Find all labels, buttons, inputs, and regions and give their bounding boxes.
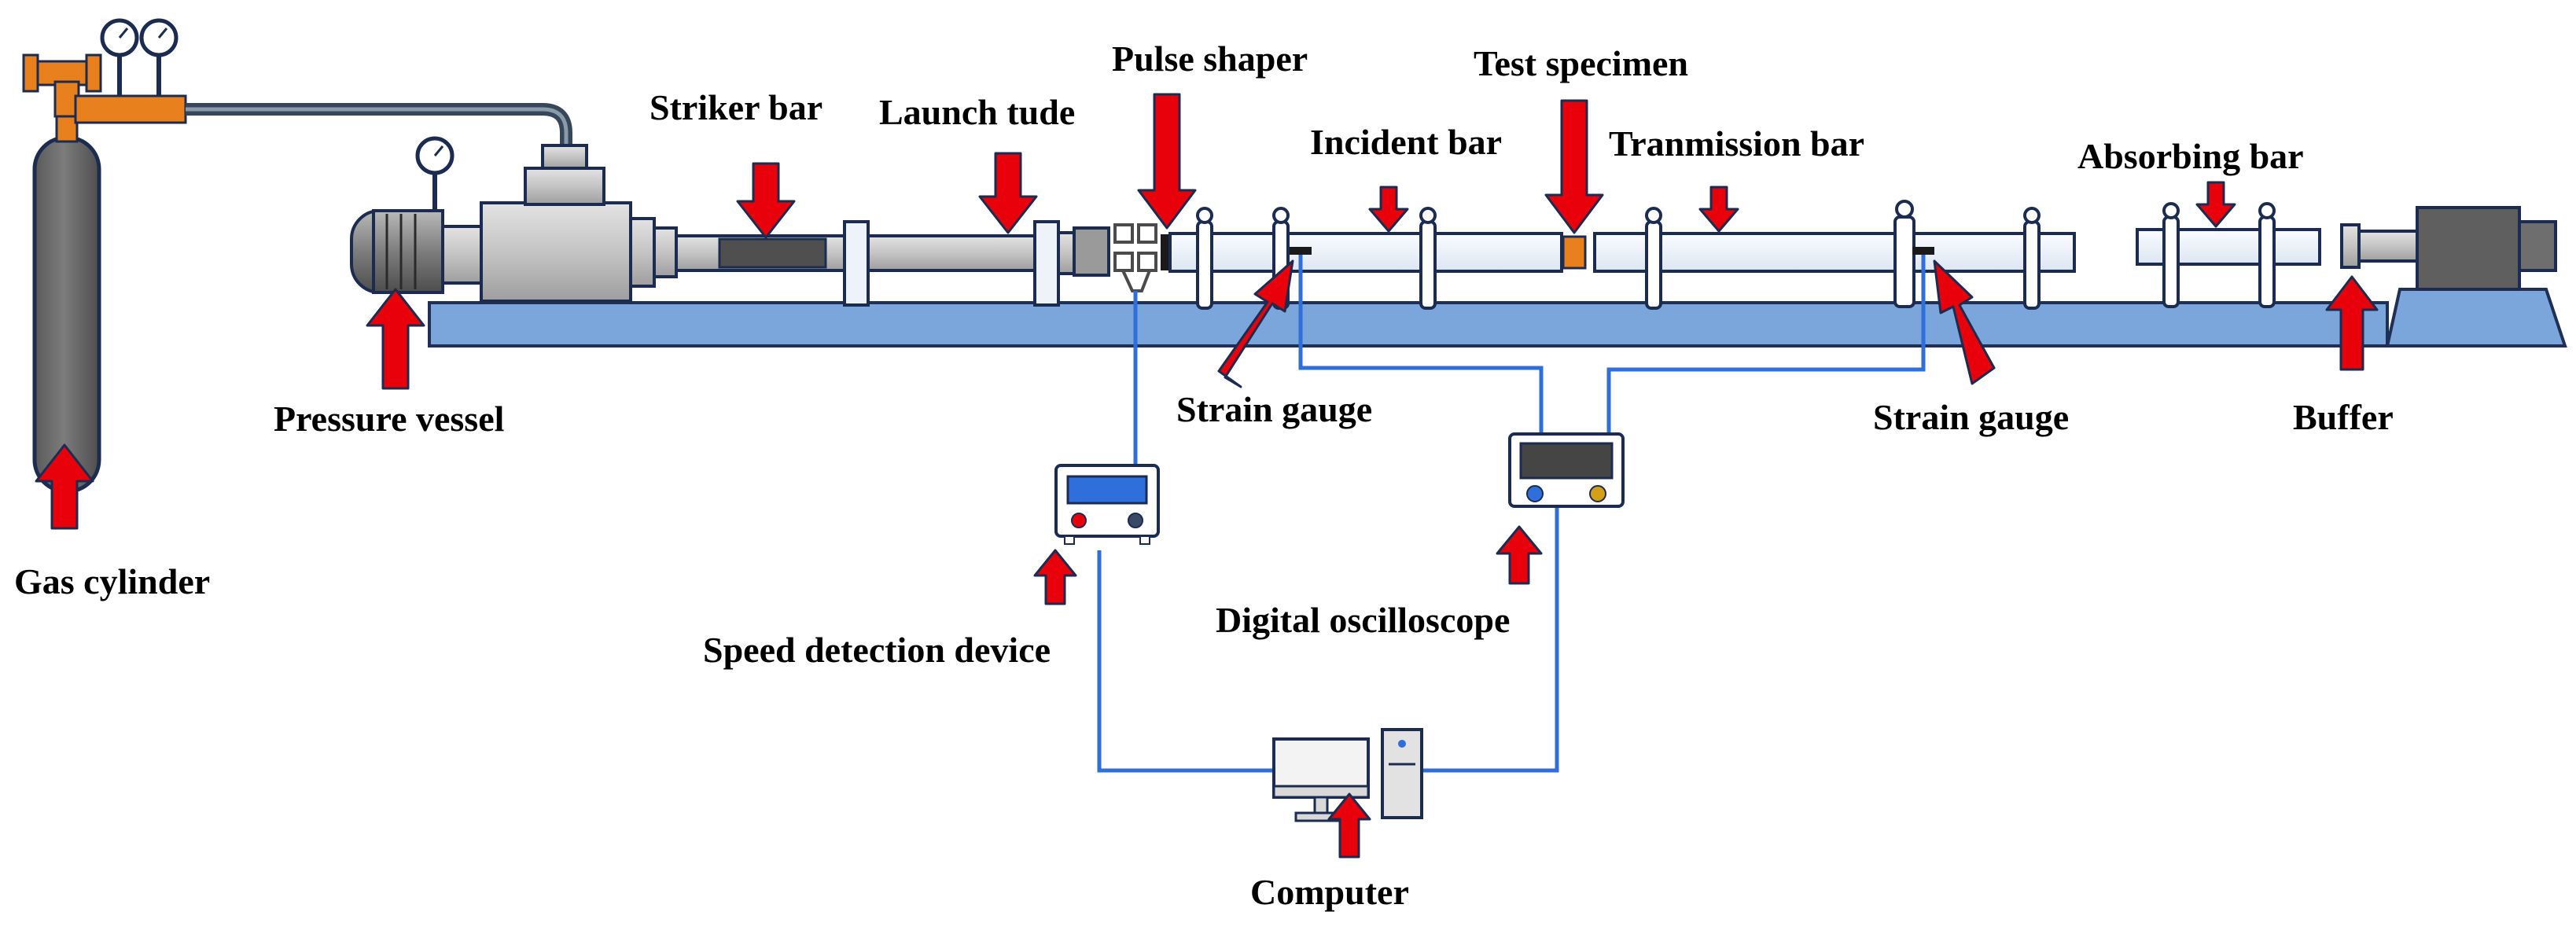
- arrow-down-icon: [2195, 181, 2236, 228]
- label-pulse-shaper: Pulse shaper: [1112, 39, 1308, 79]
- arrow-diagonal-icon: [1217, 259, 1294, 388]
- arrow-up-icon: [2325, 275, 2379, 371]
- computer: [1272, 728, 1423, 822]
- label-incident-bar: Incident bar: [1310, 122, 1502, 162]
- incident-bar: [1168, 232, 1563, 273]
- arrow-down-icon: [1544, 99, 1604, 234]
- label-gas-cylinder: Gas cylinder: [14, 561, 210, 601]
- label-speed-detection-device: Speed detection device: [703, 630, 1051, 670]
- label-computer: Computer: [1250, 872, 1409, 912]
- arrow-down-icon: [1368, 186, 1409, 233]
- strain-gauge-sensor-left: [1290, 247, 1312, 255]
- label-test-specimen: Test specimen: [1474, 43, 1688, 83]
- arrow-down-icon: [978, 152, 1038, 234]
- pressure-vessel: [350, 136, 678, 303]
- gas-cylinder: [32, 108, 101, 494]
- signal-cables: [1097, 255, 1926, 773]
- strain-gauge-sensor-right: [1912, 247, 1934, 255]
- arrow-up-icon: [35, 443, 94, 530]
- arrow-diagonal-icon: [1933, 259, 1996, 385]
- label-strain-gauge-right: Strain gauge: [1873, 397, 2069, 437]
- striker-bar: [718, 237, 827, 269]
- arrow-up-icon: [1496, 525, 1543, 585]
- arrow-down-icon: [1698, 186, 1739, 233]
- arrow-up-icon: [1327, 792, 1371, 859]
- base-platform: [428, 288, 2567, 347]
- bar-supports: [1196, 200, 2276, 310]
- label-digital-oscilloscope: Digital oscilloscope: [1216, 600, 1510, 640]
- test-specimen: [1562, 235, 1587, 270]
- labels: Gas cylinder Pressure vessel Striker bar…: [14, 39, 2394, 912]
- label-strain-gauge-left: Strain gauge: [1176, 389, 1372, 429]
- arrow-up-icon: [366, 288, 425, 390]
- transmission-bar: [1593, 232, 2076, 273]
- speed-detection-device: [1054, 464, 1160, 545]
- label-striker-bar: Striker bar: [650, 87, 822, 127]
- label-launch-tube: Launch tude: [879, 92, 1075, 132]
- gas-hose: [186, 103, 572, 153]
- valve-assembly: [22, 18, 187, 124]
- buffer-assembly: [2340, 206, 2557, 291]
- label-pressure-vessel: Pressure vessel: [274, 399, 504, 439]
- digital-oscilloscope: [1508, 432, 1625, 508]
- callout-arrows: [35, 93, 2379, 859]
- label-absorbing-bar: Absorbing bar: [2077, 136, 2304, 176]
- arrow-down-icon: [1137, 93, 1197, 230]
- label-buffer: Buffer: [2293, 397, 2394, 437]
- pulse-shaper: [1161, 234, 1170, 270]
- arrow-up-icon: [1033, 549, 1077, 605]
- arrow-down-icon: [736, 162, 796, 239]
- speed-sensor: [1113, 223, 1157, 292]
- label-transmission-bar: Tranmission bar: [1609, 123, 1864, 164]
